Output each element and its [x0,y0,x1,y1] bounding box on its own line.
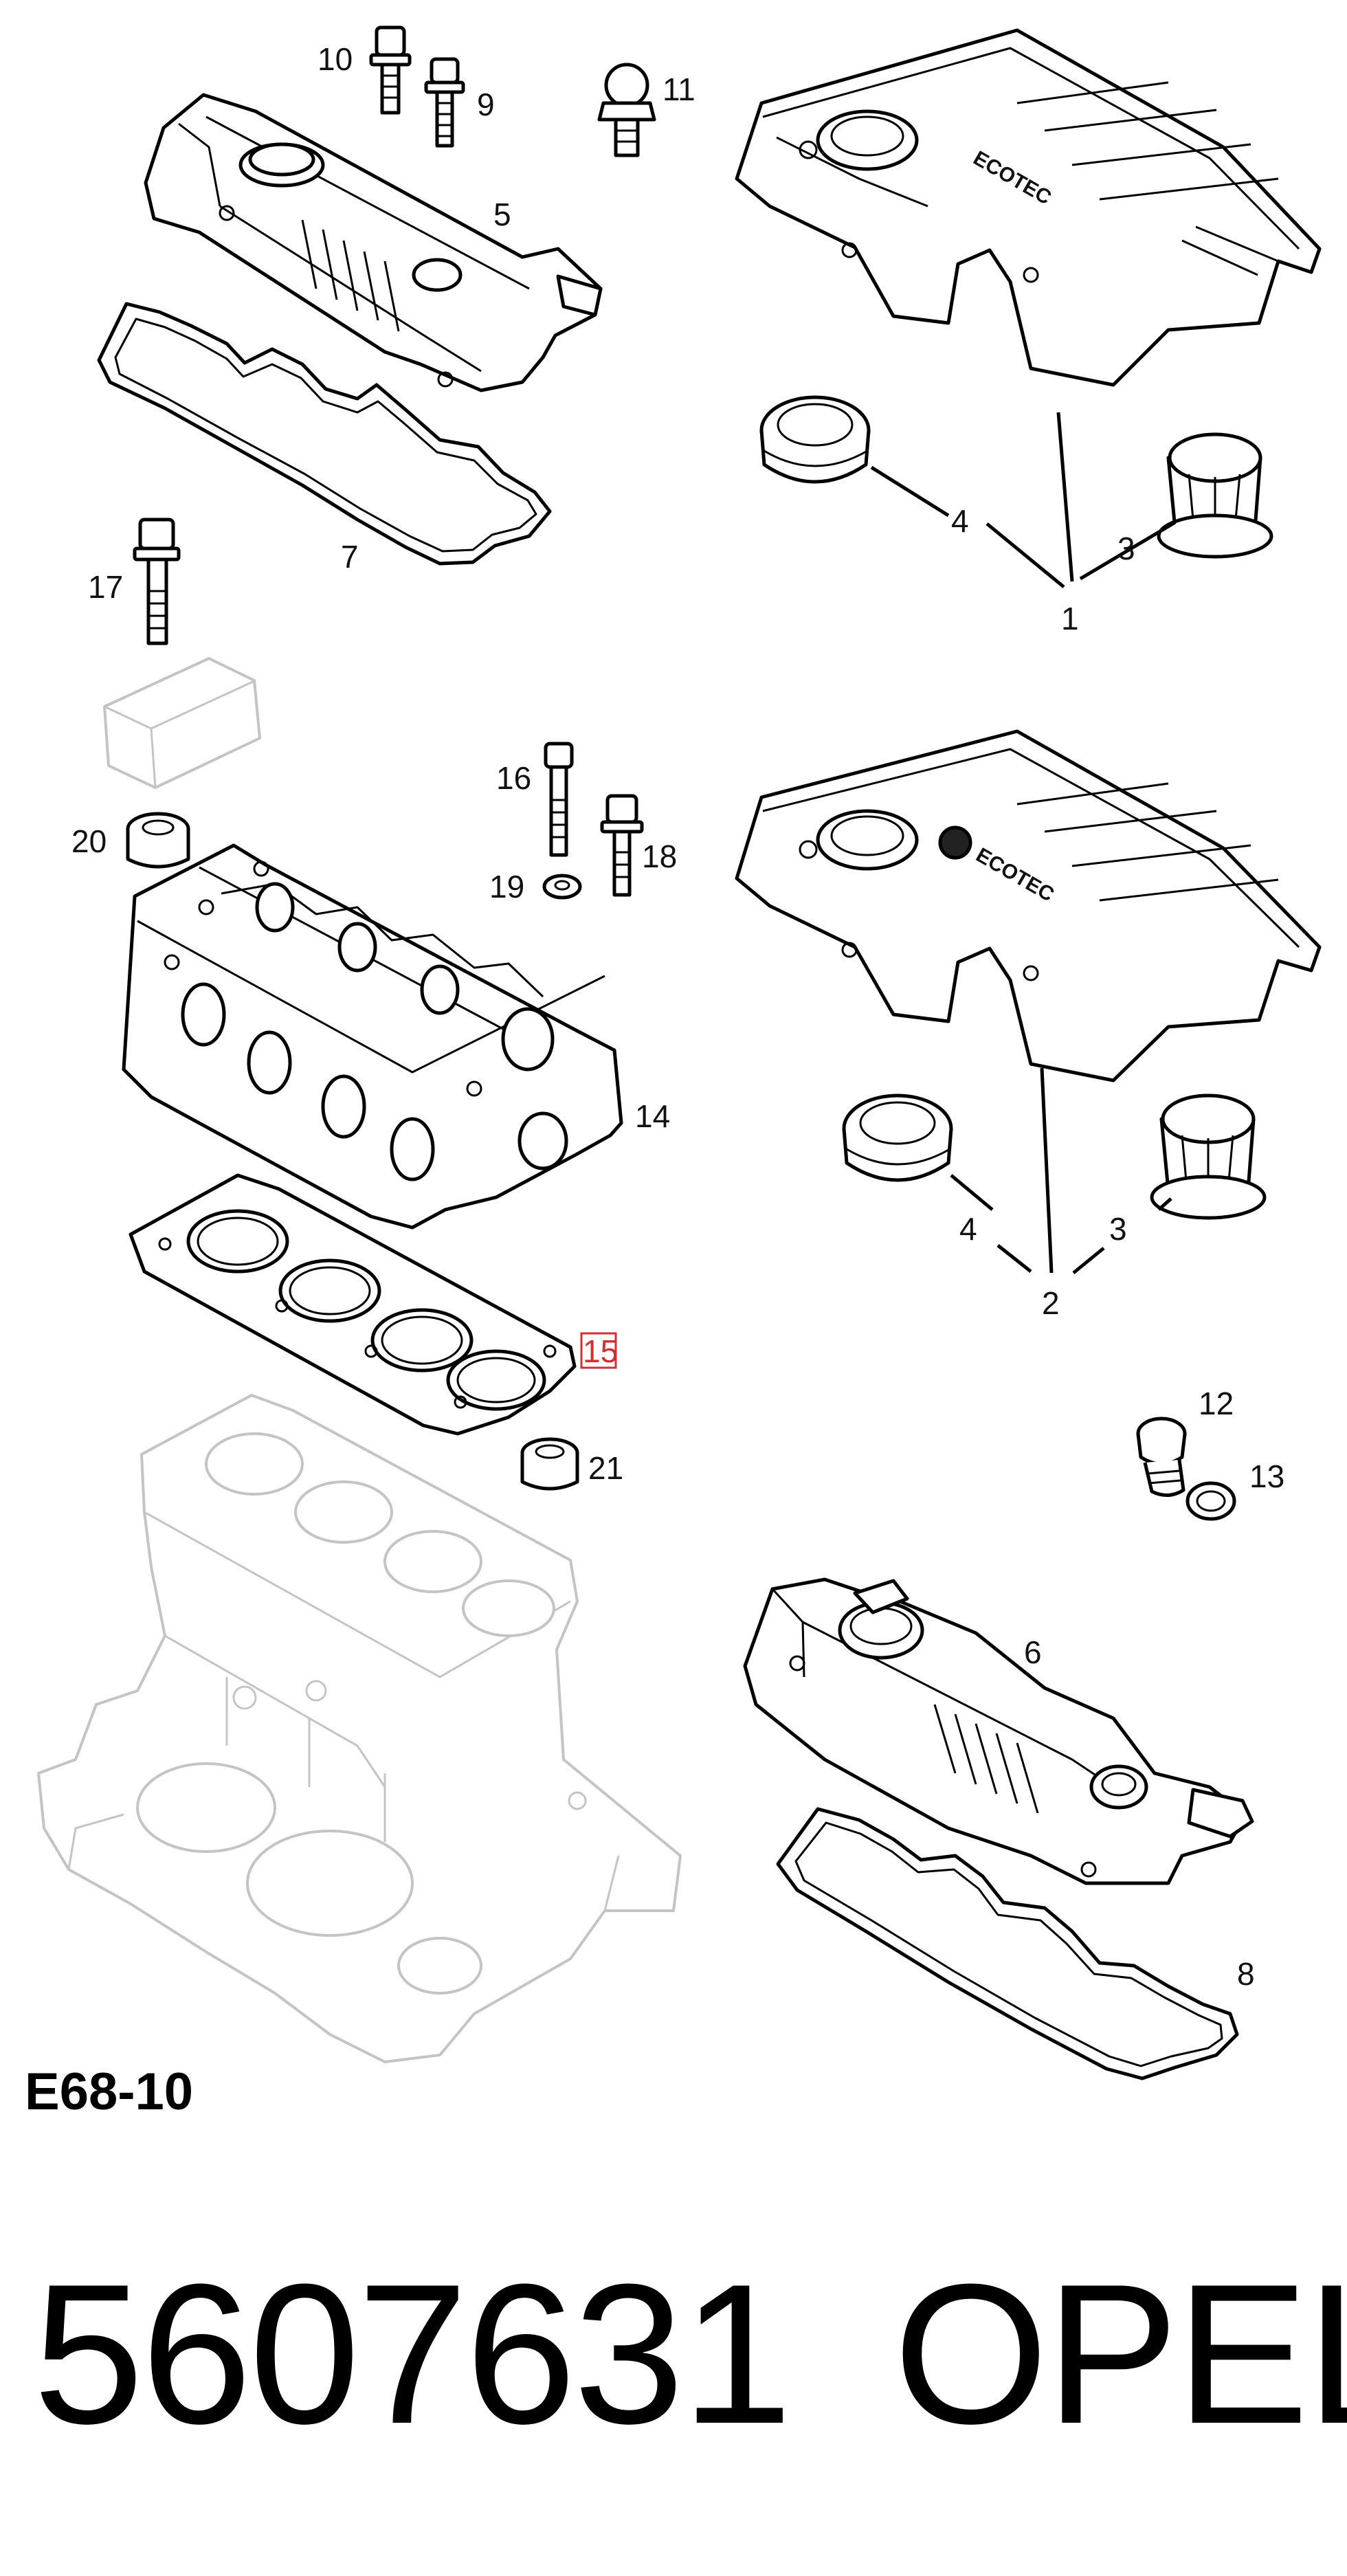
part-11-ball-stud [597,63,656,157]
part-15-head-gasket [129,1173,577,1436]
part-5-valve-cover [144,93,603,392]
callout-2: 2 [1042,1285,1060,1321]
part-10-bolt [369,25,412,115]
callout-9: 9 [477,87,495,122]
engine-block-reference [37,1394,682,2063]
callout-4-top: 4 [951,503,969,539]
part-2-engine-cover [735,729,1322,1082]
leader-4b-to-2 [997,1244,1032,1273]
callout-3-mid: 3 [1109,1211,1127,1247]
callout-14: 14 [635,1098,670,1134]
part-9-bolt [424,57,465,148]
callout-16: 16 [496,760,531,796]
brand-name: OPEL [893,2243,1347,2465]
callout-12: 12 [1199,1386,1234,1421]
part-17-bolt [133,518,181,645]
leader-3b [1072,1247,1105,1274]
diagram-reference-code: E68-10 [25,2063,194,2121]
part-6-valve-cover [743,1577,1254,1885]
callout-15: 15 [583,1333,618,1369]
callout-20: 20 [71,823,107,859]
part-12-plug [1136,1417,1187,1497]
callout-5: 5 [493,197,511,232]
callout-8: 8 [1237,1956,1255,1992]
part-21-sleeve [520,1437,579,1491]
part-number: 5607631 [33,2243,792,2465]
leader-3b-part [1157,1197,1172,1211]
part-16-bolt [544,742,574,857]
part-18-bolt [600,794,644,897]
callout-19: 19 [489,869,524,904]
callout-6: 6 [1024,1634,1042,1670]
leader-4a [870,465,950,518]
part-1-engine-cover [735,28,1322,387]
callout-7: 7 [341,539,359,575]
part-3-bushing-top [1157,432,1273,559]
part-4-grommet-top [759,395,871,484]
callout-11: 11 [663,71,695,107]
part-3-bushing-mid [1150,1093,1267,1220]
part-13-seal-ring [1185,1481,1236,1521]
part-8-gasket [776,1807,1239,2080]
callout-15-highlight-box [580,1332,617,1369]
bearing-cap-reference [103,657,261,789]
part-14-cylinder-head [122,843,623,1230]
callout-1: 1 [1061,601,1079,636]
leader-2 [1040,1067,1054,1274]
leader-1 [1056,412,1074,582]
leader-4a-to-1 [986,522,1065,588]
part-19-washer [542,874,582,900]
callout-4-mid: 4 [959,1211,977,1247]
callout-10: 10 [318,41,353,77]
callout-18: 18 [642,839,677,874]
leader-3a [1079,520,1177,581]
part-20-sleeve [126,812,190,869]
callout-17: 17 [88,569,123,605]
callout-3-top: 3 [1117,531,1135,566]
part-7-gasket [97,302,552,566]
leader-4b [950,1174,994,1211]
part-4-grommet-mid [842,1093,953,1182]
callout-13: 13 [1249,1458,1284,1494]
callout-21: 21 [588,1450,623,1486]
